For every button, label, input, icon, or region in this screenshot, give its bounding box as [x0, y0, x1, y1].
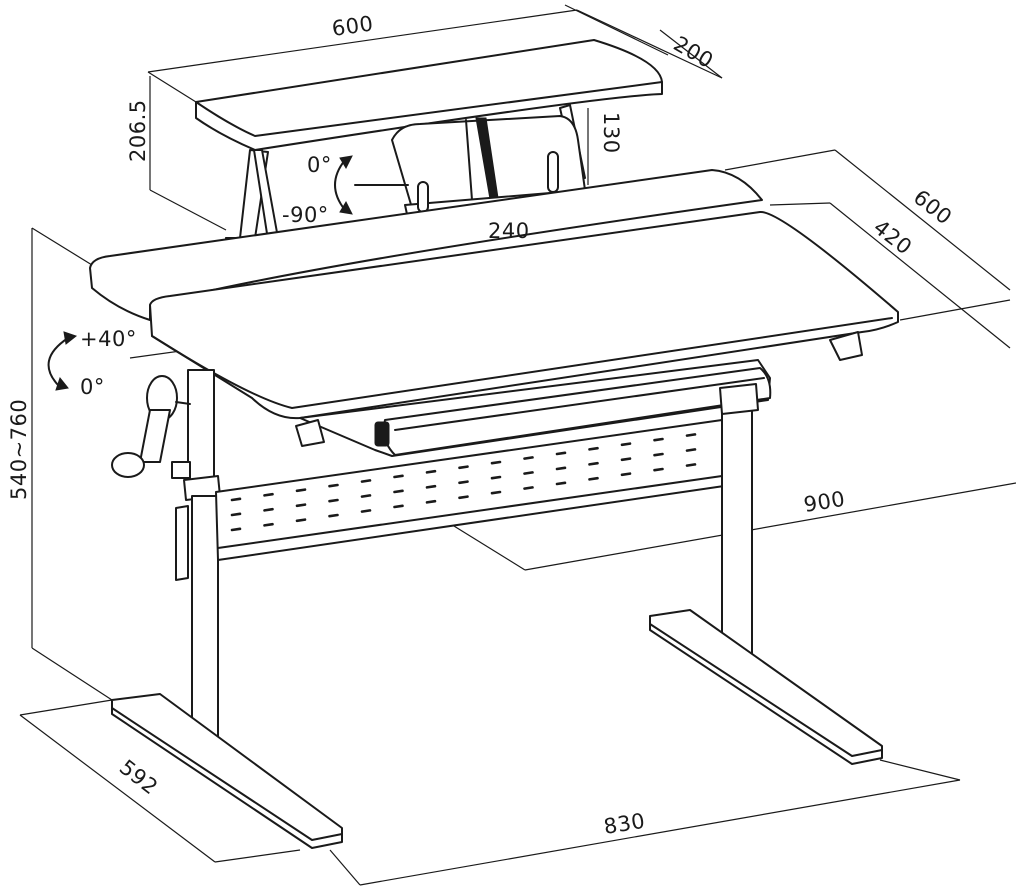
- label-frame-width: 830: [602, 809, 647, 839]
- panel-slot: [393, 489, 404, 494]
- panel-slot: [458, 480, 469, 485]
- desk-top: [89, 169, 899, 420]
- panel-slot: [393, 474, 404, 479]
- label-top-shelf-depth: 200: [670, 32, 718, 74]
- panel-slot: [523, 456, 534, 460]
- panel-slot: [653, 452, 664, 457]
- right-post: [719, 383, 759, 666]
- panel-slot: [555, 466, 567, 471]
- tilt-rotation-arrow: [47, 331, 78, 391]
- panel-slot: [360, 509, 372, 513]
- panel-slot: [425, 484, 437, 489]
- panel-slot: [588, 446, 599, 451]
- panel-slot: [555, 481, 567, 486]
- bookstand-rotation-arrow: [334, 155, 409, 215]
- left-foot: [111, 693, 343, 849]
- label-top-shelf-width: 600: [330, 11, 375, 41]
- panel-slot: [360, 494, 372, 498]
- cable-panel: [215, 419, 725, 561]
- panel-slot: [295, 488, 307, 493]
- panel-slot: [230, 512, 242, 517]
- panel-slot: [458, 495, 469, 500]
- panel-slot: [295, 518, 307, 523]
- label-height-range: 540~760: [7, 399, 31, 500]
- panel-slot: [653, 437, 664, 442]
- panel-slot: [620, 457, 632, 462]
- panel-slot: [360, 479, 372, 483]
- label-desk-depth-total: 600: [909, 185, 957, 230]
- panel-slot: [620, 472, 632, 477]
- drawer: [295, 331, 863, 457]
- label-top-shelf-height: 206.5: [126, 99, 150, 162]
- panel-slot: [555, 451, 567, 456]
- crank-handle: [111, 375, 191, 479]
- panel-slot: [230, 527, 242, 532]
- label-bookstand-up: 0°: [307, 153, 332, 177]
- panel-slot: [523, 471, 534, 475]
- label-bookstand-width: 240: [488, 219, 530, 243]
- panel-slot: [490, 460, 502, 465]
- label-tilt-max: +40°: [80, 327, 137, 351]
- panel-slot: [263, 492, 274, 497]
- left-post: [175, 369, 221, 755]
- panel-slot: [620, 442, 632, 447]
- panel-slot: [263, 507, 274, 512]
- panel-slot: [295, 503, 307, 508]
- panel-slot: [490, 490, 502, 495]
- panel-slot: [230, 497, 242, 502]
- label-desk-width: 900: [802, 487, 847, 517]
- panel-slot: [490, 475, 502, 480]
- panel-slot: [685, 463, 697, 467]
- label-tilt-min: 0°: [80, 375, 105, 399]
- panel-slot: [263, 522, 274, 527]
- panel-slot: [653, 467, 664, 472]
- right-foot: [649, 609, 883, 765]
- panel-slot: [328, 513, 339, 518]
- panel-slot: [328, 498, 339, 503]
- panel-slot: [685, 433, 697, 437]
- panel-slot: [523, 486, 534, 490]
- panel-slot: [588, 476, 599, 481]
- panel-slot: [393, 504, 404, 509]
- panel-slot: [425, 499, 437, 504]
- label-bookstand-down: -90°: [282, 203, 329, 227]
- panel-slot: [588, 461, 599, 466]
- panel-slot: [328, 483, 339, 488]
- label-bookstand-height: 130: [599, 112, 623, 154]
- label-foot-depth: 592: [115, 755, 163, 800]
- panel-slot: [685, 448, 697, 452]
- panel-slot: [458, 465, 469, 470]
- panel-slot: [425, 469, 437, 474]
